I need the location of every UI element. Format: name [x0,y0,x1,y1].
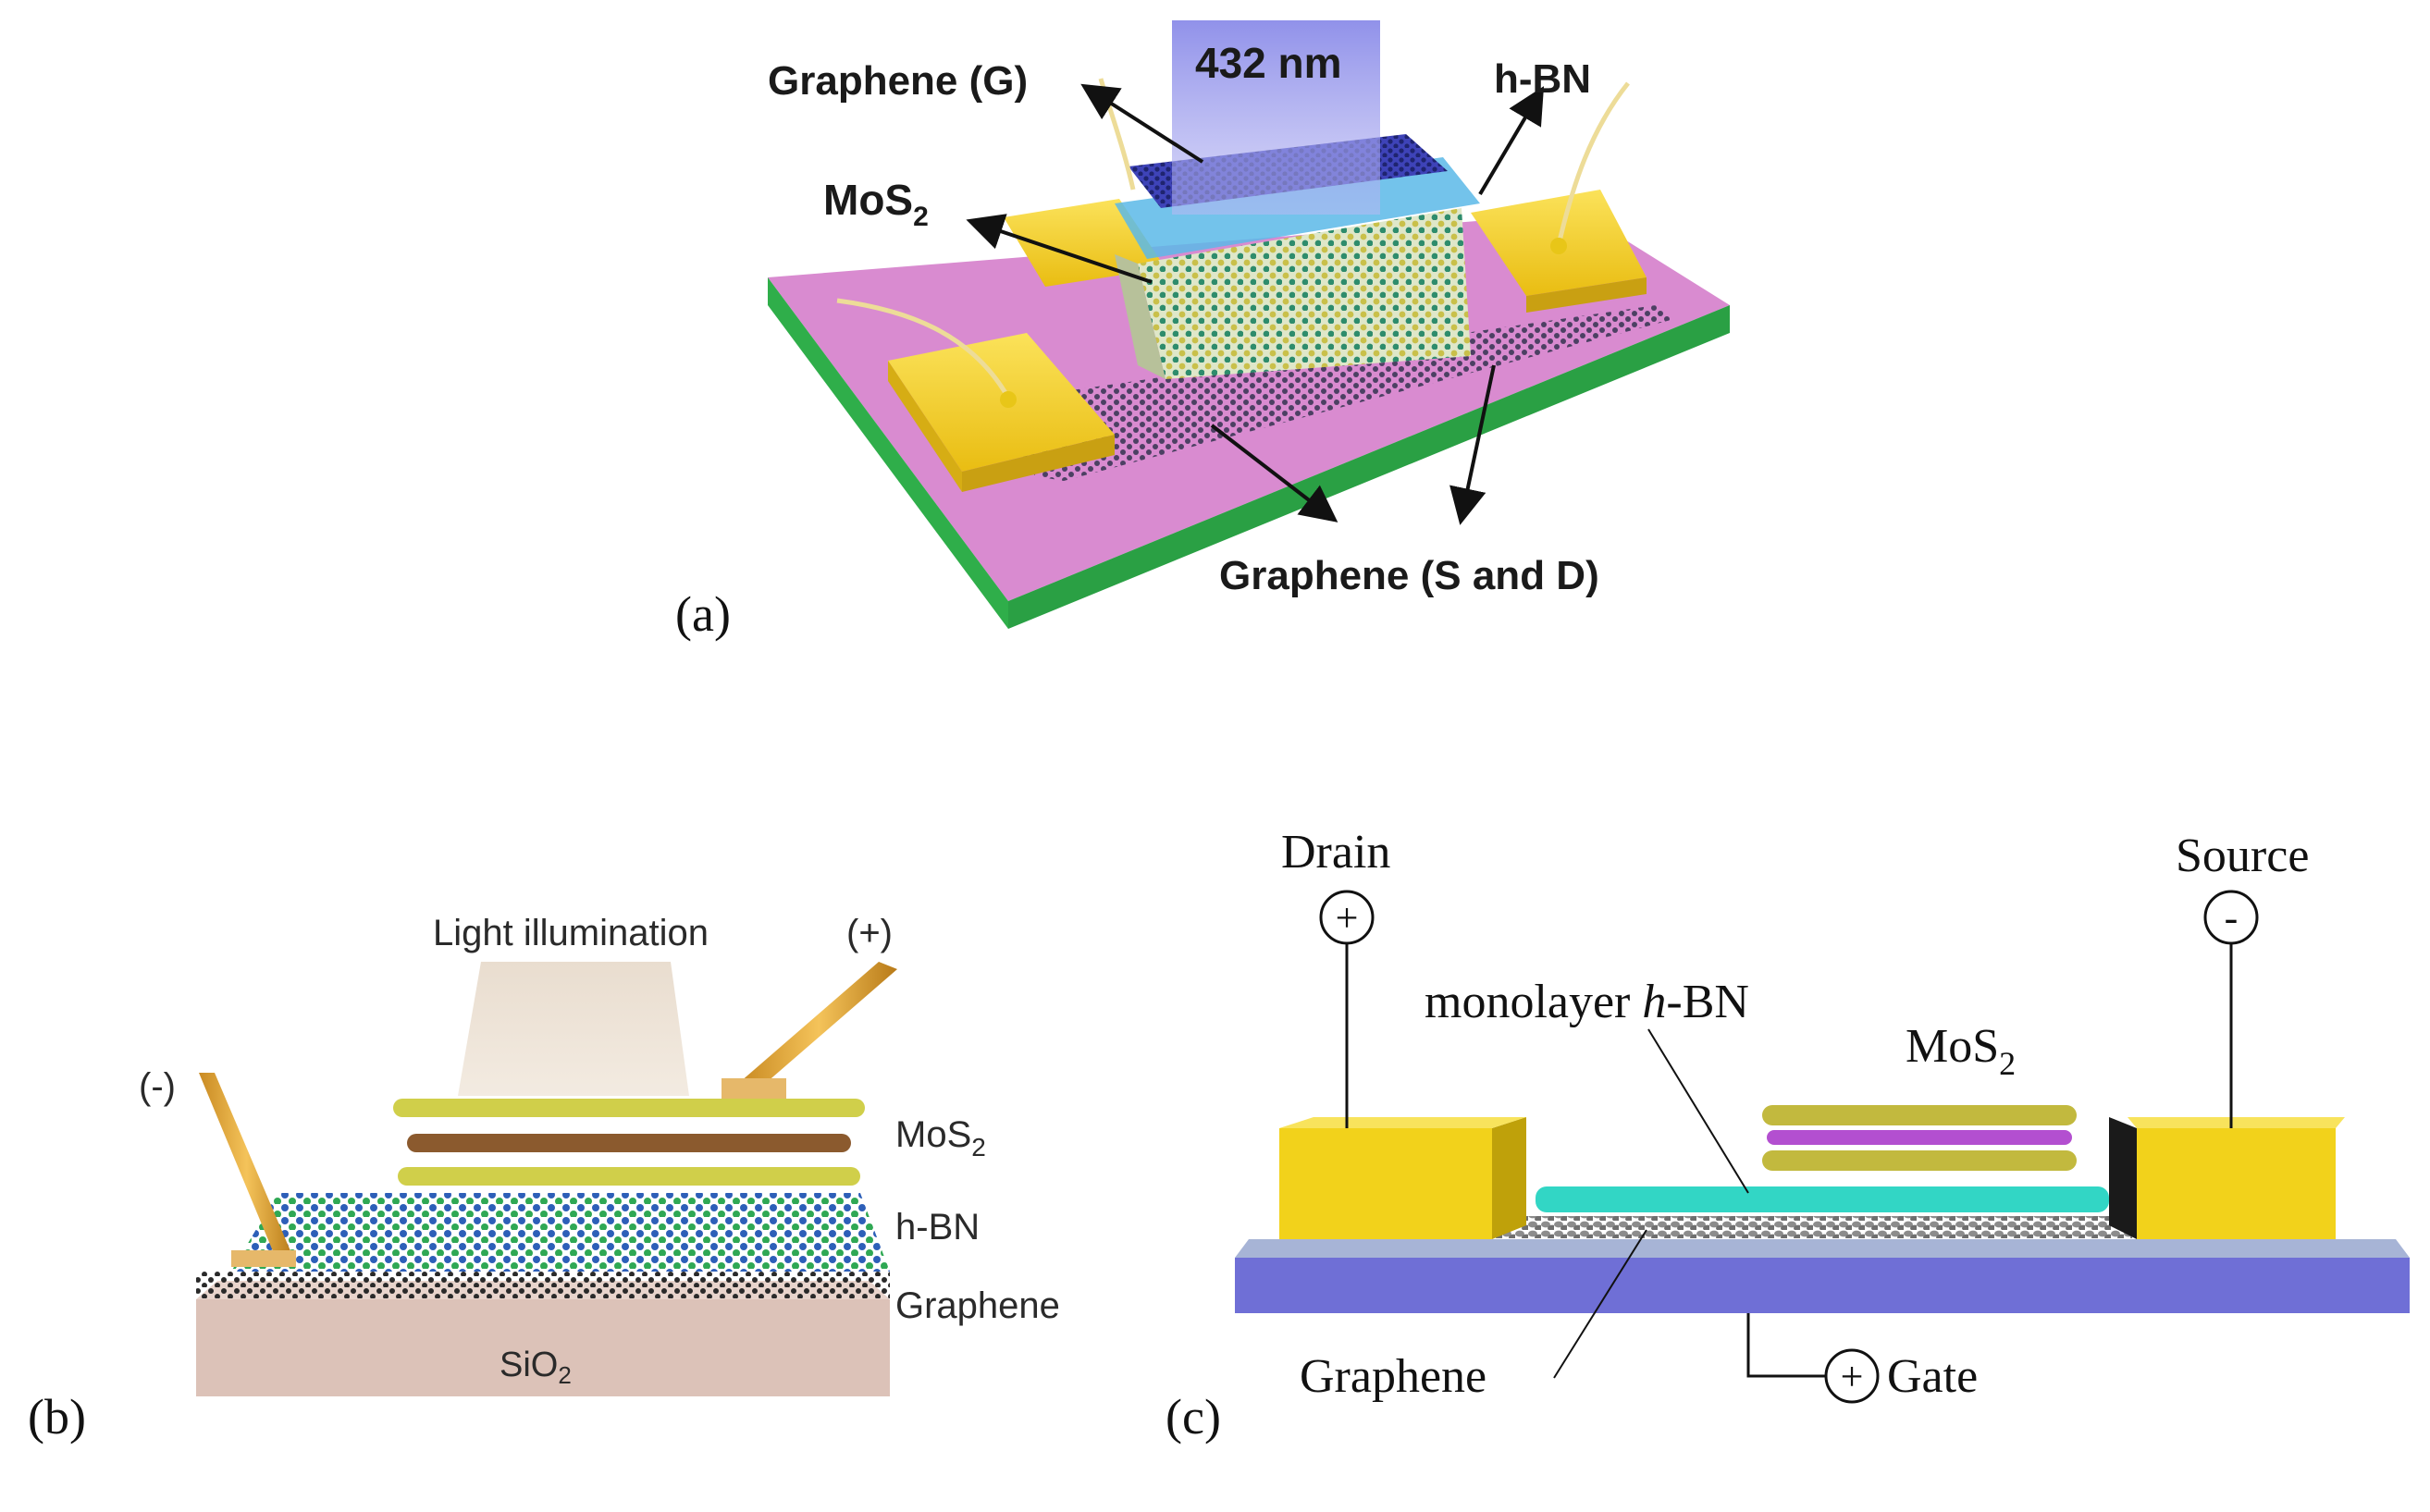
leader-graphene [1553,1229,1647,1379]
label-light-illumination: Light illumination [433,913,709,953]
gate-terminal-icon [1824,1348,1880,1404]
label-graphene-gate: Graphene (G) [768,58,1028,104]
panel-label-c: (c) [1166,1389,1221,1444]
label-graphene-sd: Graphene (S and D) [1219,553,1599,598]
arrow-mos2 [966,214,1153,284]
drain-terminal-icon [1319,890,1375,945]
label-gate: Gate [1887,1350,1978,1403]
wire-front-left [836,298,1011,400]
label-drain: Drain [1281,826,1390,879]
arrow-hbn [1478,86,1545,196]
label-monolayer-hbn: monolayer h-BN [1425,976,1749,1028]
panel-label-a: (a) [675,586,731,642]
panel-b-device: Light illumination (+) (-) MoS2 h-BN Gra… [28,913,1060,1444]
source-electrode [2137,1128,2336,1239]
graphene-sheet-sd [957,305,1674,481]
wire-right [1556,81,1630,246]
gate-sign: + [1841,1354,1864,1399]
probe-plus [740,962,897,1089]
label-plus-b: (+) [846,913,893,953]
label-hbn-b: h-BN [895,1207,980,1248]
panel-a-device: Graphene (G) 432 nm h-BN MoS2 Graphene (… [675,20,1730,642]
label-mos2-b: MoS2 [895,1114,986,1162]
substrate-front [768,277,1008,629]
label-graphene-c: Graphene [1300,1350,1486,1403]
sio2-substrate [196,1299,890,1396]
label-sio2: SiO2 [500,1346,572,1389]
light-beam-432nm [1172,20,1380,215]
mos2-layer-top [393,1099,865,1117]
graphene-layer-c [1480,1216,2132,1238]
arrow-graphene-sd-right [1449,364,1496,525]
arrow-graphene-gate [1080,83,1204,164]
mos2-block-front [1138,208,1471,379]
substrate-side [1008,305,1730,629]
leader-monolayer-hbn [1647,1028,1749,1194]
drain-sign: + [1336,895,1359,940]
source-sign: - [2225,895,2239,940]
hbn-layer-c [1536,1186,2109,1212]
graphene-layer-b [196,1272,890,1299]
gate-substrate [1235,1258,2410,1313]
label-hbn: h-BN [1494,56,1591,102]
light-illumination-beam [458,962,689,1096]
wire-gate [1098,78,1136,191]
mos2-layer-bottom [398,1167,860,1186]
drain-electrode [1279,1128,1492,1239]
label-minus-b: (-) [139,1066,176,1107]
mos2-stack [1762,1105,2077,1171]
gate-wire [1746,1313,1827,1378]
hbn-layer-b [231,1193,890,1272]
label-wavelength: 432 nm [1195,39,1342,87]
mos2-layer-mid [407,1134,851,1152]
arrow-graphene-sd-left [1210,424,1338,522]
panel-label-b: (b) [28,1389,86,1444]
panel-c-device: + - + Drain Source monolayer h-BN MoS2 G… [1166,826,2410,1444]
probe-minus [199,1073,294,1262]
label-mos2: MoS2 [823,176,929,232]
label-source: Source [2176,830,2309,882]
mos2-block-side [1115,254,1166,379]
source-terminal-icon [2203,890,2259,945]
label-mos2-c: MoS2 [1906,1020,2016,1082]
label-graphene-b: Graphene [895,1285,1060,1326]
